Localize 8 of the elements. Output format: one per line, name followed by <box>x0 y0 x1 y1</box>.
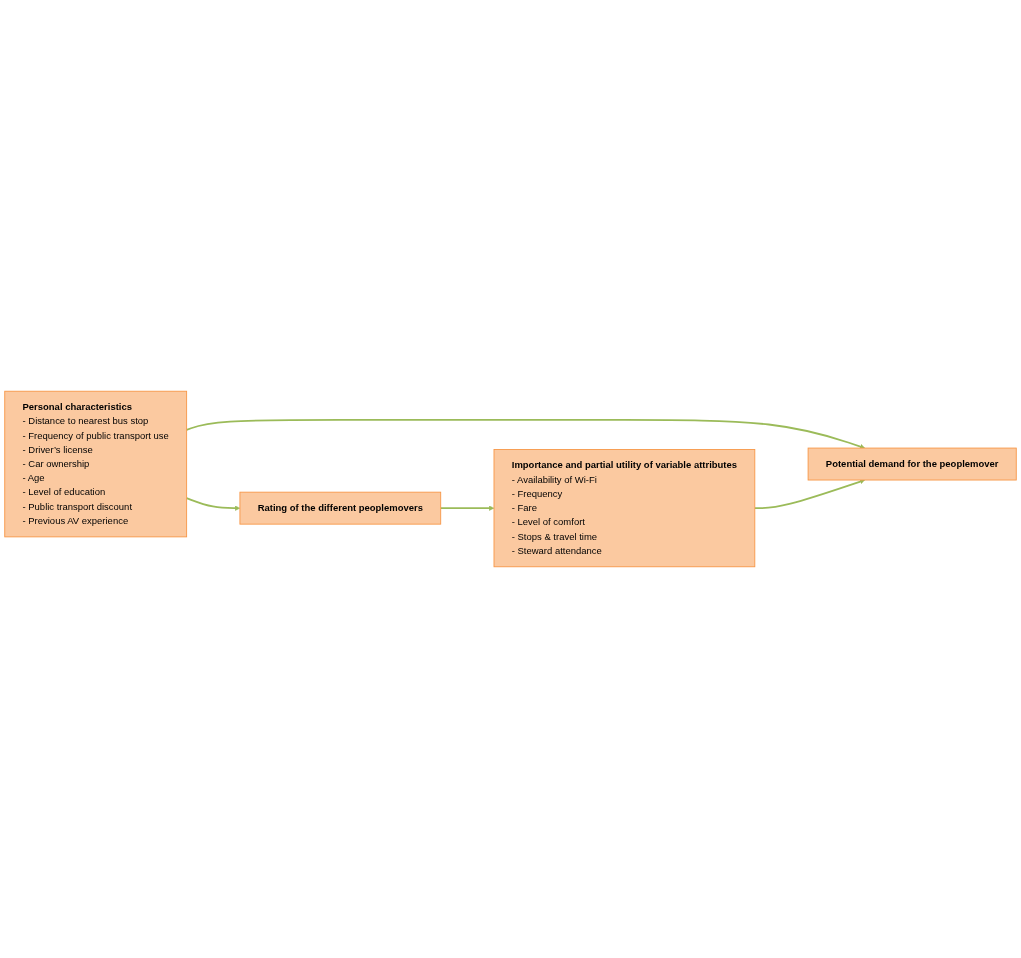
arrow <box>439 505 495 511</box>
arrow <box>753 479 866 510</box>
node-box: Personal characteristics - Distance to nearest bus stop - Frequency of public transport use - Driver’s license - Car ownership - Age - Level of education - Public transport discount - Previous AV experience <box>4 390 188 538</box>
arrow <box>185 419 866 450</box>
node-box: Potential demand for the peoplemover <box>807 447 1017 481</box>
arrow <box>185 497 241 511</box>
node-box: Importance and partial utility of variable attributes - Availability of Wi-Fi - Frequency - Fare - Level of comfort - Stops & travel time - Steward attendance <box>493 449 756 568</box>
node-box: Rating of the different peoplemovers <box>239 491 442 525</box>
